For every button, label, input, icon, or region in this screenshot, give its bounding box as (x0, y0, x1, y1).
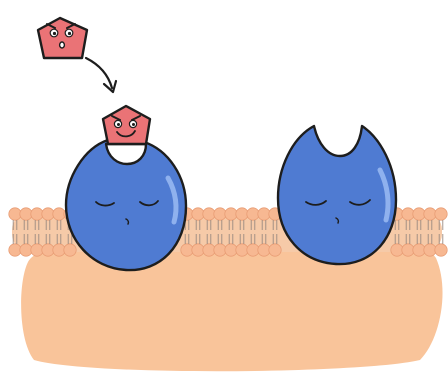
lipid-head (203, 208, 215, 220)
bound-ligand (103, 106, 150, 144)
lipid-head (413, 208, 425, 220)
lipid-head (53, 244, 65, 256)
lipid-head (247, 244, 259, 256)
lipid-head (402, 208, 414, 220)
lipid-head (214, 208, 226, 220)
free-ligand-pentagon-icon (38, 18, 87, 58)
lipid-head (435, 244, 447, 256)
free-ligand (38, 18, 87, 58)
lipid-head (435, 208, 447, 220)
lipid-head (42, 244, 54, 256)
lipid-head (9, 244, 21, 256)
lipid-head (236, 208, 248, 220)
lipid-head (424, 244, 436, 256)
curved-arrow-icon (86, 58, 112, 88)
cell-body (21, 237, 442, 371)
lipid-head (31, 208, 43, 220)
lipid-head (181, 244, 193, 256)
lipid-head (203, 244, 215, 256)
receptor-empty-body (278, 126, 396, 264)
receptor-bound (66, 140, 186, 270)
lipid-head (64, 244, 76, 256)
lipid-head (192, 244, 204, 256)
lipid-head (258, 244, 270, 256)
lipid-head (424, 208, 436, 220)
lipid-head (42, 208, 54, 220)
free-ligand-mouth (60, 42, 65, 48)
lipid-head (9, 208, 21, 220)
receptor-empty (278, 126, 396, 264)
lipid-head (402, 244, 414, 256)
lipid-head (20, 208, 32, 220)
lipid-head (53, 208, 65, 220)
lipid-head (391, 244, 403, 256)
lipid-head (236, 244, 248, 256)
binding-arrow (86, 58, 116, 92)
lipid-head (192, 208, 204, 220)
lipid-head (269, 244, 281, 256)
lipid-head (31, 244, 43, 256)
lipid-head (225, 244, 237, 256)
lipid-head (214, 244, 226, 256)
lipid-head (258, 208, 270, 220)
lipid-head (247, 208, 259, 220)
lipid-head (225, 208, 237, 220)
lipid-head (413, 244, 425, 256)
bound-ligand-pentagon-icon (103, 106, 150, 144)
lipid-head (20, 244, 32, 256)
